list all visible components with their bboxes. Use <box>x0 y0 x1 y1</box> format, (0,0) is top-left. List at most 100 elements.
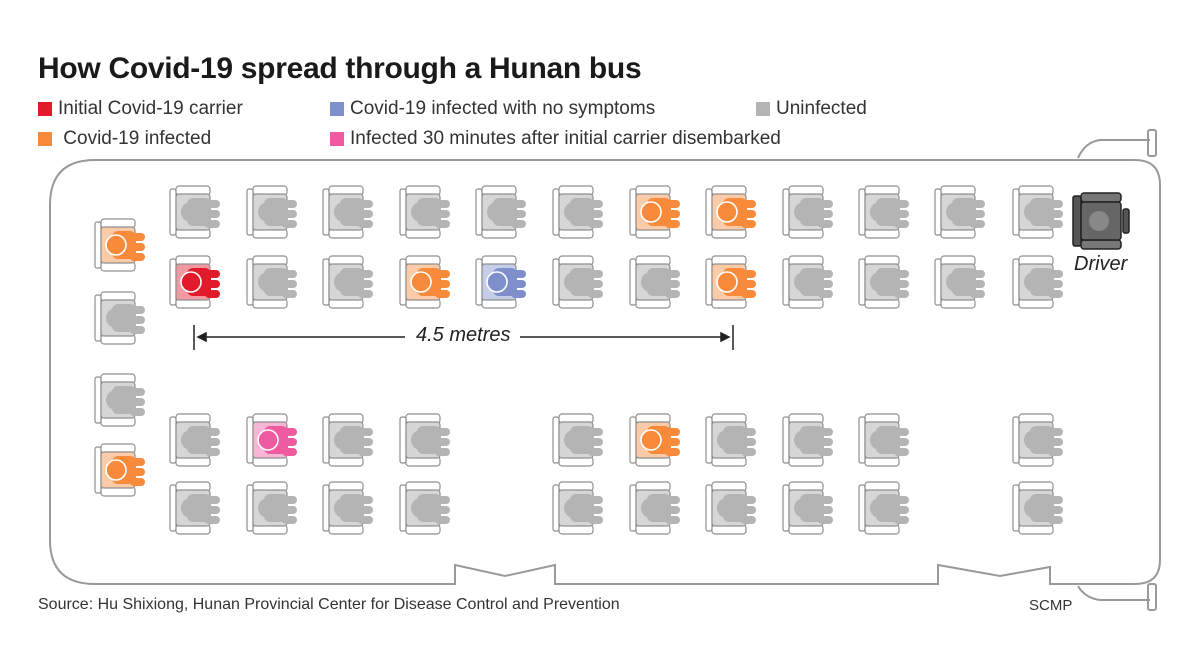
seat-rear-3-back <box>94 376 102 424</box>
seat-left-window-4-back <box>399 188 407 236</box>
seat-rear-4-back <box>94 446 102 494</box>
seat-left-window-1 <box>169 185 220 239</box>
seat-left-window-3-passenger-leg-mid <box>358 210 373 218</box>
seat-left-aisle-1-passenger-leg-mid <box>205 280 220 288</box>
seat-left-window-10-passenger-leg-top <box>894 200 909 208</box>
driver-label: Driver <box>1074 253 1128 275</box>
seat-rear-2-passenger-leg-bottom <box>130 326 145 334</box>
seat-right-window-3-passenger-leg-mid <box>358 506 373 514</box>
seat-right-window-7-passenger-leg-top <box>588 496 603 504</box>
seat-left-window-1-passenger-head <box>181 202 201 222</box>
seat-left-window-3-passenger-leg-top <box>358 200 373 208</box>
seat-right-aisle-2-passenger-leg-top <box>282 428 297 436</box>
seat-left-window-11-back <box>934 188 942 236</box>
seat-left-aisle-10-passenger-head <box>870 272 890 292</box>
seat-left-window-2-passenger-leg-bottom <box>282 220 297 228</box>
seat-rear-2-passenger-leg-top <box>130 306 145 314</box>
seat-right-aisle-7-back <box>552 416 560 464</box>
seat-left-window-3-passenger-head <box>334 202 354 222</box>
seat-right-window-7-passenger-leg-bottom <box>588 516 603 524</box>
seat-right-window-1-passenger-leg-bottom <box>205 516 220 524</box>
seat-left-window-2-passenger-leg-mid <box>282 210 297 218</box>
front-mirror-bottom <box>1077 583 1157 611</box>
seat-right-aisle-11-passenger-leg-mid <box>894 438 909 446</box>
seat-right-aisle-8-passenger-head <box>640 429 662 451</box>
seat-rear-3 <box>94 373 145 427</box>
seat-left-aisle-4-passenger-leg-top <box>435 270 450 278</box>
seat-right-aisle-2-passenger-leg-mid <box>282 438 297 446</box>
seat-right-aisle-10-passenger-leg-mid <box>818 438 833 446</box>
seat-right-aisle-11 <box>858 413 909 467</box>
seat-left-aisle-8-passenger-leg-bottom <box>741 290 756 298</box>
seat-left-window-11-passenger-leg-top <box>970 200 985 208</box>
seat-left-aisle-1-passenger-head <box>180 271 202 293</box>
seat-right-aisle-14-passenger-leg-bottom <box>1048 448 1063 456</box>
seat-left-window-9-passenger-leg-mid <box>818 210 833 218</box>
seat-rear-2-back <box>94 294 102 342</box>
seat-right-aisle-14-passenger-head <box>1024 430 1044 450</box>
seat-left-window-12-back <box>1012 188 1020 236</box>
seat-left-aisle-10-passenger-leg-top <box>894 270 909 278</box>
seat-right-window-9-passenger-leg-bottom <box>741 516 756 524</box>
seat-right-aisle-14 <box>1012 413 1063 467</box>
seat-left-window-10-passenger-leg-mid <box>894 210 909 218</box>
seat-right-window-14-back <box>1012 484 1020 532</box>
seat-left-aisle-3-passenger-leg-bottom <box>358 290 373 298</box>
seat-right-window-7-passenger-head <box>564 498 584 518</box>
seat-right-aisle-2-passenger-leg-bottom <box>282 448 297 456</box>
seat-right-window-7-passenger-leg-mid <box>588 506 603 514</box>
seat-rear-3-passenger-leg-mid <box>130 398 145 406</box>
seat-left-window-3-back <box>322 188 330 236</box>
seat-left-aisle-7-back <box>629 258 637 306</box>
seat-rear-1-back <box>94 221 102 269</box>
legend-swatch-later <box>330 132 344 146</box>
seat-left-window-4-passenger-leg-bottom <box>435 220 450 228</box>
seat-left-window-6-passenger-leg-top <box>588 200 603 208</box>
seat-left-aisle-6-back <box>552 258 560 306</box>
seat-left-window-2-back <box>246 188 254 236</box>
seat-rear-4-passenger-head <box>105 459 127 481</box>
seat-right-window-2-passenger-leg-top <box>282 496 297 504</box>
seat-right-window-10-passenger-head <box>794 498 814 518</box>
seat-right-window-11-passenger-leg-top <box>894 496 909 504</box>
seat-right-window-3-passenger-leg-bottom <box>358 516 373 524</box>
seat-right-window-10 <box>782 481 833 535</box>
seat-right-window-8-back <box>629 484 637 532</box>
seat-right-window-9-back <box>705 484 713 532</box>
front-mirror-top <box>1077 129 1157 159</box>
seat-left-aisle-4-back <box>399 258 407 306</box>
seat-left-aisle-10 <box>858 255 909 309</box>
seat-right-aisle-8-passenger-leg-top <box>665 428 680 436</box>
seat-right-window-7 <box>552 481 603 535</box>
legend-asymptomatic: Covid-19 infected with no symptoms <box>330 98 655 120</box>
seat-rear-4-passenger-leg-mid <box>130 468 145 476</box>
seat-left-window-7-passenger-leg-mid <box>665 210 680 218</box>
seat-left-aisle-8-passenger-head <box>716 271 738 293</box>
seat-rear-2-passenger-head <box>106 308 126 328</box>
seat-left-window-7-back <box>629 188 637 236</box>
seat-left-window-11-passenger-leg-bottom <box>970 220 985 228</box>
seat-right-aisle-4 <box>399 413 450 467</box>
seat-left-window-8-passenger-head <box>716 201 738 223</box>
seat-left-window-5-passenger-leg-top <box>511 200 526 208</box>
seat-right-aisle-10 <box>782 413 833 467</box>
seat-left-aisle-1-passenger-leg-top <box>205 270 220 278</box>
seat-left-aisle-12 <box>1012 255 1063 309</box>
seat-left-window-6-passenger-leg-bottom <box>588 220 603 228</box>
seat-right-aisle-9-passenger-leg-bottom <box>741 448 756 456</box>
seat-left-window-6-passenger-head <box>564 202 584 222</box>
seat-left-window-9-passenger-head <box>794 202 814 222</box>
seat-right-aisle-11-back <box>858 416 866 464</box>
seat-left-aisle-8-passenger-leg-top <box>741 270 756 278</box>
seat-left-aisle-11 <box>934 255 985 309</box>
seat-left-aisle-7-passenger-leg-bottom <box>665 290 680 298</box>
seat-left-aisle-3-passenger-leg-top <box>358 270 373 278</box>
seat-left-window-1-passenger-leg-mid <box>205 210 220 218</box>
seat-rear-4 <box>94 443 145 497</box>
seat-right-aisle-11-passenger-leg-bottom <box>894 448 909 456</box>
seat-rear-4-passenger-leg-top <box>130 458 145 466</box>
seat-left-aisle-2-passenger-head <box>258 272 278 292</box>
seat-right-aisle-11-passenger-leg-top <box>894 428 909 436</box>
seat-rear-1-passenger-leg-bottom <box>130 253 145 261</box>
seat-right-aisle-14-back <box>1012 416 1020 464</box>
